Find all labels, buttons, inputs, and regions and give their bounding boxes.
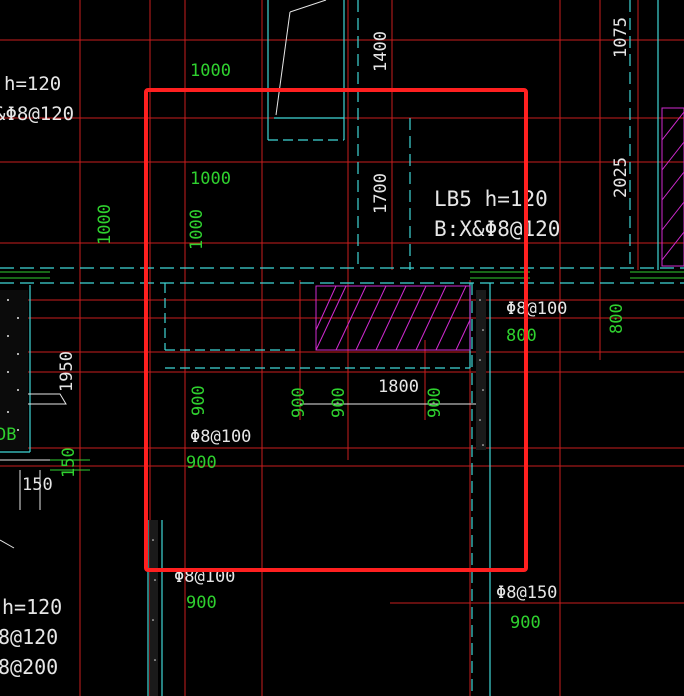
dim-150-horizontal: 150 <box>22 475 53 495</box>
dim-1000-a: 1000 <box>190 61 231 81</box>
dim-900-d: 900 <box>425 387 445 418</box>
bottom-left-h-label: h=120 <box>2 595 62 619</box>
dim-1700: 1700 <box>371 173 391 214</box>
dim-1000-b: 1000 <box>190 169 231 189</box>
dim-2025: 2025 <box>611 157 631 198</box>
concrete-dots <box>7 299 484 661</box>
concrete-fill <box>0 290 486 696</box>
dim-900-b: 900 <box>289 387 309 418</box>
bottom-left-rebar-2: 8@200 <box>0 655 58 679</box>
dim-900-a: 900 <box>189 385 209 416</box>
dim-1800: 1800 <box>378 377 419 397</box>
dim-900-bottom: 900 <box>186 593 217 613</box>
dim-900-mid: 900 <box>186 453 217 473</box>
dim-1075: 1075 <box>611 17 631 58</box>
dim-1400: 1400 <box>371 31 391 72</box>
top-left-h-label: h=120 <box>4 73 61 95</box>
magenta-hatch-opening <box>315 285 471 351</box>
green-ticks <box>0 271 684 471</box>
bottom-left-rebar-1: 8@120 <box>0 625 58 649</box>
magenta-hatch-right <box>661 107 684 267</box>
rebar-right-top: Φ8@100 <box>506 299 567 319</box>
dim-900-bottom-right: 900 <box>510 613 541 633</box>
selection-highlight-box <box>144 88 528 572</box>
dim-800-far-right: 800 <box>607 303 627 334</box>
lb5-rebar-label: B:X&Φ8@120 <box>434 217 560 241</box>
dim-1000-d: 1000 <box>187 209 207 250</box>
dim-900-c: 900 <box>329 387 349 418</box>
dim-1950: 1950 <box>57 351 77 392</box>
left-db-label: DB <box>0 425 16 445</box>
dim-1000-c: 1000 <box>95 204 115 245</box>
dim-800-right: 800 <box>506 326 537 346</box>
dim-150-vertical: 150 <box>59 447 79 478</box>
rebar-bottom-right: Φ8@150 <box>496 583 557 603</box>
rebar-mid-label: Φ8@100 <box>190 427 251 447</box>
top-left-rebar-label: &Φ8@120 <box>0 103 74 125</box>
lb5-title-label: LB5 h=120 <box>434 187 548 211</box>
